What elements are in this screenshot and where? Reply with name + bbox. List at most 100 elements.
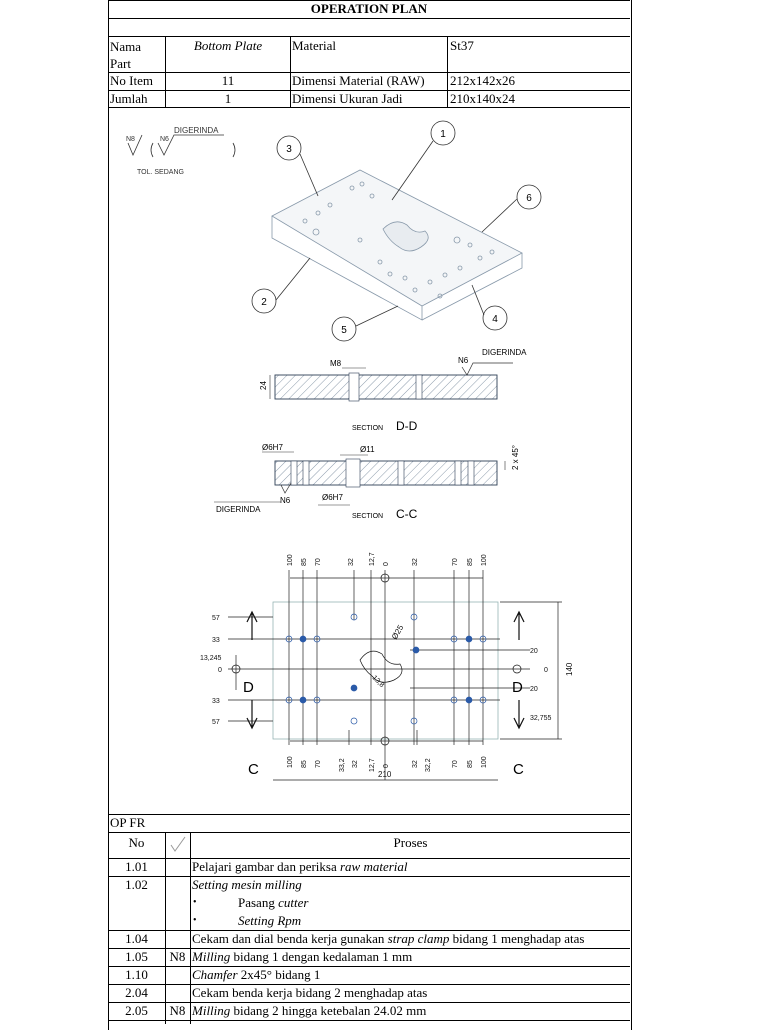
rule bbox=[108, 832, 630, 833]
bullet-icon: • bbox=[193, 897, 197, 908]
rule bbox=[108, 18, 630, 19]
height-dim: 140 bbox=[565, 662, 574, 676]
left-dim: 57 bbox=[212, 615, 220, 622]
left-dim: 33 bbox=[212, 637, 220, 644]
op-row-text: Setting Rpm bbox=[238, 913, 302, 928]
op-row-no: 1.01 bbox=[125, 859, 148, 874]
top-dim: 70 bbox=[315, 558, 322, 566]
rule bbox=[108, 930, 630, 931]
rule bbox=[108, 36, 630, 37]
op-row-text: Setting mesin milling bbox=[192, 877, 302, 892]
callout-6: 6 bbox=[526, 193, 532, 204]
section-dd-n6: N6 bbox=[458, 356, 469, 365]
op-row-proses: Pasang cutter bbox=[238, 895, 308, 910]
left-dim: 13,245 bbox=[200, 655, 222, 662]
op-row-proses: Setting Rpm bbox=[238, 913, 301, 928]
rule bbox=[108, 1020, 630, 1021]
col-divider bbox=[290, 36, 291, 107]
rule bbox=[108, 1002, 630, 1003]
callout-2: 2 bbox=[261, 297, 267, 308]
right-dim: 32,755 bbox=[530, 715, 552, 722]
material-label: Material bbox=[292, 38, 337, 53]
operation-plan-frame bbox=[108, 0, 632, 1030]
right-dim: 20 bbox=[530, 686, 538, 693]
section-d-right: D bbox=[512, 679, 523, 696]
isometric-plate bbox=[271, 169, 523, 321]
section-dd-prefix: SECTION bbox=[352, 425, 383, 432]
top-dim: 32 bbox=[348, 558, 355, 566]
bottom-dim: 32 bbox=[352, 760, 359, 768]
op-row-finish: N8 bbox=[169, 1003, 186, 1018]
width-dim: 210 bbox=[378, 770, 392, 779]
rule bbox=[108, 90, 630, 91]
rule bbox=[108, 984, 630, 985]
dim-jadi-label: Dimensi Ukuran Jadi bbox=[292, 91, 403, 106]
top-dim: 70 bbox=[452, 558, 459, 566]
op-row-no: 1.02 bbox=[125, 877, 148, 892]
section-cc-d6h7-top: Ø6H7 bbox=[262, 443, 283, 452]
section-dd-thickness: 24 bbox=[259, 381, 268, 390]
callout-group bbox=[251, 120, 542, 342]
rule bbox=[108, 107, 630, 108]
section-cc-digerinda: DIGERINDA bbox=[216, 505, 261, 514]
col-no-header: No bbox=[128, 835, 145, 850]
bottom-dim: 85 bbox=[301, 760, 308, 768]
plan-view bbox=[228, 570, 562, 781]
bottom-dim: 85 bbox=[467, 760, 474, 768]
dim-raw-value: 212x142x26 bbox=[450, 73, 515, 88]
symbol-n6: N6 bbox=[160, 136, 169, 143]
section-cc-prefix: SECTION bbox=[352, 513, 383, 520]
rule bbox=[108, 876, 630, 877]
op-row-text: cutter bbox=[278, 895, 309, 910]
bottom-dim: 33,2 bbox=[339, 758, 346, 772]
no-item-label: No Item bbox=[110, 73, 153, 88]
col-divider bbox=[447, 36, 448, 107]
section-cc-d6h7-bottom: Ø6H7 bbox=[322, 493, 343, 502]
callout-5: 5 bbox=[341, 325, 347, 336]
jumlah-label: Jumlah bbox=[110, 91, 148, 106]
op-row-text: 2x45° bidang 1 bbox=[237, 967, 321, 982]
section-c-left: C bbox=[248, 761, 259, 778]
op-row-text: bidang 2 hingga ketebalan 24.02 mm bbox=[230, 1003, 427, 1018]
bottom-dim: 32,2 bbox=[425, 758, 432, 772]
radius-13: 13,8 bbox=[371, 674, 386, 689]
op-row-proses: Cekam dan dial benda kerja gunakan strap… bbox=[192, 931, 584, 946]
section-d-left: D bbox=[243, 679, 254, 696]
callout-3: 3 bbox=[286, 144, 292, 155]
top-dim: 0 bbox=[383, 562, 390, 566]
op-row-proses: Milling bidang 2 hingga ketebalan 24.02 … bbox=[192, 1003, 426, 1018]
dim-jadi-value: 210x140x24 bbox=[450, 91, 515, 106]
right-dim: 0 bbox=[544, 667, 548, 674]
section-dd-digerinda: DIGERINDA bbox=[482, 348, 527, 357]
op-row-text: Milling bbox=[192, 1003, 231, 1018]
section-cc-n6: N6 bbox=[280, 496, 291, 505]
section-dd bbox=[269, 362, 513, 402]
op-row-text: Pelajari gambar dan periksa bbox=[192, 859, 340, 874]
top-dim: 12,7 bbox=[369, 552, 376, 566]
nama-part-value: Bottom Plate bbox=[193, 38, 263, 53]
section-cc bbox=[214, 451, 506, 506]
op-row-proses: Chamfer 2x45° bidang 1 bbox=[192, 967, 320, 982]
op-row-text: Pasang bbox=[238, 895, 279, 910]
rule bbox=[108, 72, 630, 73]
top-dim: 100 bbox=[481, 554, 488, 566]
col-divider bbox=[165, 36, 166, 107]
op-row-text: Cekam dan dial benda kerja gunakan bbox=[192, 931, 388, 946]
op-row-proses: Milling bidang 1 dengan kedalaman 1 mm bbox=[192, 949, 412, 964]
bottom-dim: 12,7 bbox=[369, 758, 376, 772]
col-proses-header: Proses bbox=[393, 835, 428, 850]
surface-finish-symbol bbox=[127, 134, 236, 158]
section-cc-label: C-C bbox=[396, 507, 418, 521]
right-dim: 20 bbox=[530, 648, 538, 655]
no-item-value: 11 bbox=[221, 73, 235, 88]
bottom-dim: 100 bbox=[481, 756, 488, 768]
col-divider bbox=[165, 832, 166, 1024]
rule bbox=[108, 966, 630, 967]
top-dim: 85 bbox=[301, 558, 308, 566]
bottom-dim: 32 bbox=[412, 760, 419, 768]
dia-25: Ø25 bbox=[390, 623, 406, 641]
page-title: OPERATION PLAN bbox=[310, 1, 428, 16]
section-c-right: C bbox=[513, 761, 524, 778]
op-row-text: bidang 1 dengan kedalaman 1 mm bbox=[230, 949, 413, 964]
technical-drawing: N8 N6 DIGERINDA TOL. SEDANG 1 2 3 4 5 6 bbox=[126, 120, 574, 781]
